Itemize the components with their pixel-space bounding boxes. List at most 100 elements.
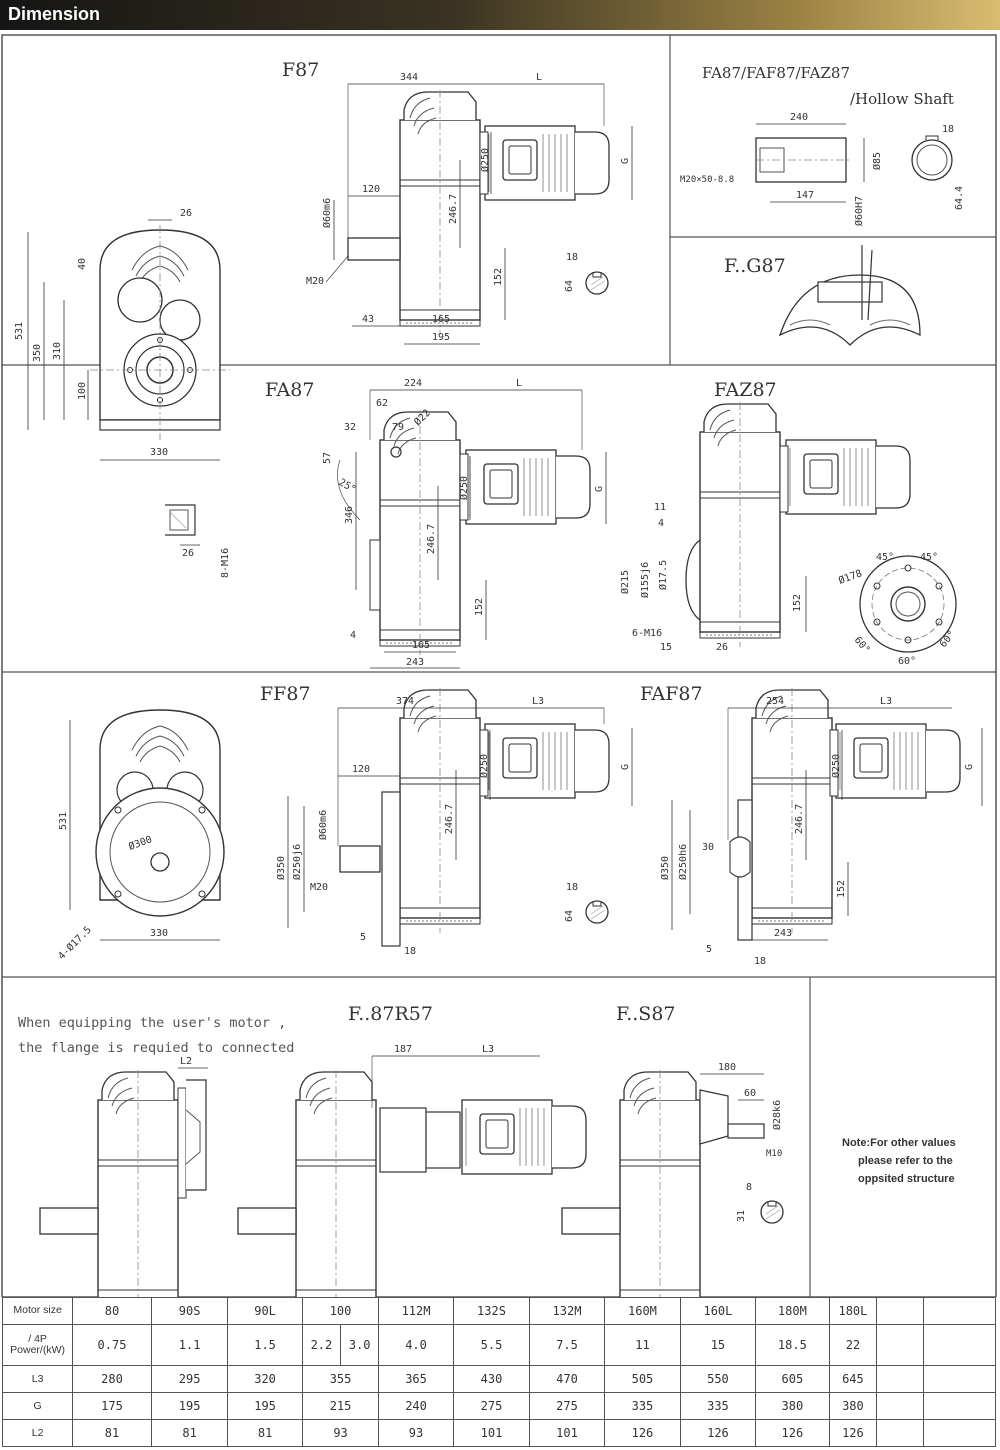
dim-79: 79 [392, 422, 404, 433]
dim-faf-243: 243 [774, 928, 792, 939]
dim-8m16: 8-M16 [220, 548, 231, 578]
front-view-f87: 26 531 350 310 100 40 330 26 8-M16 [14, 208, 231, 578]
table-cell: 112M [378, 1297, 454, 1325]
l2-row-label: L2 [1, 1419, 74, 1447]
dim-faz-15: 15 [660, 642, 672, 653]
dim-ff-5: 5 [360, 932, 366, 943]
dim-62: 62 [376, 398, 388, 409]
table-cell: 550 [680, 1365, 756, 1394]
panel-fa87: FA87 224 L 62 32 79 Ø22 57 25° 346 Ø250 … [265, 378, 607, 669]
dim-r57-l3: L3 [482, 1044, 494, 1055]
empty-cell [875, 1297, 924, 1325]
note-box: Note:For other values please refer to th… [842, 1137, 956, 1185]
dim-147: 147 [796, 190, 814, 201]
table-cell: 4.0 [378, 1323, 454, 1367]
dim-l2: L2 [180, 1056, 192, 1067]
dim-350: 350 [32, 344, 43, 362]
power-row-label: / 4P Power/(kW) [1, 1323, 74, 1367]
l3-row-label: L3 [1, 1365, 74, 1394]
dim-s-8: 8 [746, 1182, 752, 1193]
note-line-2: please refer to the [858, 1155, 953, 1167]
table-cell: 126 [754, 1419, 831, 1447]
dim-faf-18: 18 [754, 956, 766, 967]
table-cell: 100 [301, 1297, 380, 1325]
table-cell-part: 2.2 [303, 1324, 342, 1366]
panel-f87: F87 344 L 120 Ø60m6 M20 Ø250 246.7 152 4… [282, 59, 633, 345]
angle-60-b: 60° [898, 656, 916, 667]
table-cell: 18.5 [754, 1323, 831, 1367]
dim-g: G [620, 158, 631, 164]
remark-line-1: When equipping the user's motor , [18, 1015, 286, 1031]
note-line-3: oppsited structure [858, 1173, 955, 1185]
empty-cell [875, 1392, 924, 1421]
dim-28k6: Ø28k6 [771, 1100, 783, 1130]
dim-faz-26: 26 [716, 642, 728, 653]
table-cell: 93 [378, 1419, 454, 1447]
angle-45-a: 45° [876, 552, 894, 563]
dim-fa-4: 4 [350, 630, 356, 641]
dim-246-7: 246.7 [448, 194, 459, 224]
remark-line-2: the flange is requied to connected [18, 1040, 294, 1056]
dim-faf-g: G [964, 764, 975, 770]
dim-40: 40 [77, 258, 88, 270]
panel-hollow-shaft: FA87/FAF87/FAZ87 /Hollow Shaft 240 M20×5… [680, 64, 965, 226]
table-cell: 81 [227, 1419, 303, 1447]
dim-faz-4: 4 [658, 518, 664, 529]
empty-cell [922, 1323, 997, 1367]
table-cell: 90S [150, 1297, 229, 1325]
dim-ff-l3: L3 [532, 696, 544, 707]
panel-faz87: FAZ87 11 4 Ø215 Ø155j6 Ø17.5 6-M16 15 26… [619, 379, 958, 667]
dim-60h7: Ø60H7 [853, 196, 865, 226]
dim-165: 165 [432, 314, 450, 325]
dim-ff-246-7: 246.7 [444, 804, 455, 834]
dim-m20x50: M20×50-8.8 [680, 175, 734, 185]
dim-250: Ø250 [479, 148, 491, 172]
dim-85: Ø85 [871, 152, 883, 170]
table-cell: 240 [378, 1392, 454, 1421]
empty-cell [922, 1297, 997, 1325]
table-cell: 132M [529, 1297, 605, 1325]
panel-fs87: F..S87 180 60 Ø28k6 M10 8 31 [561, 1003, 784, 1297]
table-cell: 15 [680, 1323, 756, 1367]
g-row-label: G [1, 1392, 74, 1421]
table-cell: 81 [72, 1419, 152, 1447]
dim-fa-165: 165 [412, 640, 430, 651]
dim-ff-60m6: Ø60m6 [317, 810, 329, 840]
table-cell: 22 [829, 1323, 877, 1367]
panel-user-motor: When equipping the user's motor , the fl… [18, 1015, 294, 1297]
table-cell: 11 [603, 1323, 682, 1367]
panel-faf87: FAF87 254 L3 Ø250 246.7 30 Ø350 Ø250h6 1… [640, 683, 983, 967]
dim-64-4: 64.4 [954, 186, 965, 210]
dim-531: 531 [14, 322, 25, 340]
table-cell: 101 [452, 1419, 531, 1447]
table-cell: 335 [603, 1392, 682, 1421]
faz87-title: FAZ87 [714, 379, 777, 401]
dim-s-31: 31 [736, 1210, 747, 1222]
table-cell: 280 [72, 1365, 152, 1394]
faf87-title: FAF87 [640, 683, 703, 705]
dim-178: Ø178 [837, 567, 864, 587]
dim-155j6: Ø155j6 [639, 562, 651, 598]
table-cell: 126 [603, 1419, 682, 1447]
table-cell: 295 [150, 1365, 229, 1394]
dim-ff-key-64: 64 [564, 910, 575, 922]
empty-cell [922, 1419, 997, 1447]
dim-26: 26 [180, 208, 192, 219]
dim-346: 346 [344, 506, 355, 524]
dim-ff-531: 531 [58, 812, 69, 830]
dim-224: 224 [404, 378, 422, 389]
table-cell: 335 [680, 1392, 756, 1421]
table-cell: 320 [227, 1365, 303, 1394]
hollow-subtitle: /Hollow Shaft [850, 90, 954, 108]
table-cell: 132S [452, 1297, 531, 1325]
table-cell: 505 [603, 1365, 682, 1394]
dim-215: Ø215 [619, 570, 631, 594]
dim-152: 152 [493, 268, 504, 286]
dim-240: 240 [790, 112, 808, 123]
